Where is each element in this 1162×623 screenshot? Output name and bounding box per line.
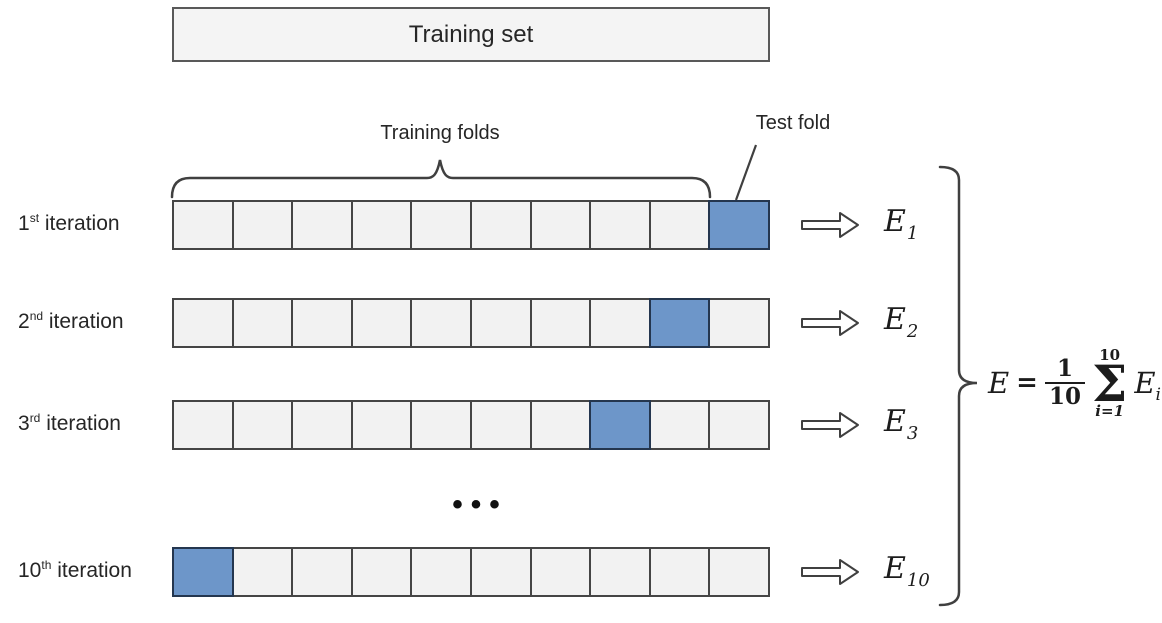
error-result-label: E3: [884, 404, 919, 444]
fold-row: [172, 200, 770, 250]
training-fold-cell: [291, 400, 353, 450]
training-fold-cell: [172, 400, 234, 450]
training-fold-cell: [708, 547, 770, 597]
training-fold-cell: [410, 400, 472, 450]
error-result-label: E1: [884, 204, 919, 244]
training-folds-brace-icon: [170, 159, 712, 199]
training-fold-cell: [291, 547, 353, 597]
error-result-label: E2: [884, 302, 919, 342]
test-fold-cell: [589, 400, 651, 450]
formula-equals: =: [1016, 368, 1038, 398]
sigma-icon: Σ: [1091, 353, 1128, 413]
training-set-box: Training set: [172, 7, 770, 62]
right-arrow-icon: [801, 310, 859, 336]
training-fold-cell: [410, 298, 472, 348]
training-fold-cell: [231, 298, 294, 348]
training-fold-cell: [231, 200, 294, 250]
iteration-label: 3rd iteration: [18, 411, 121, 435]
fraction-numerator: 1: [1056, 354, 1073, 382]
training-set-label: Training set: [408, 20, 534, 48]
training-fold-cell: [350, 547, 413, 597]
training-fold-cell: [529, 298, 592, 348]
training-fold-cell: [350, 200, 413, 250]
fraction-denominator: 10: [1044, 382, 1085, 410]
iteration-label: 10th iteration: [18, 558, 132, 582]
sum-lower-limit: i=1: [1095, 401, 1125, 420]
right-arrow-icon: [801, 212, 859, 238]
training-fold-cell: [410, 200, 472, 250]
training-fold-cell: [291, 298, 353, 348]
training-fold-cell: [589, 200, 651, 250]
training-fold-cell: [350, 298, 413, 348]
training-fold-cell: [589, 547, 651, 597]
test-fold-label: Test fold: [755, 112, 831, 134]
training-fold-cell: [529, 400, 592, 450]
formula-term: Ei: [1134, 366, 1161, 405]
training-fold-cell: [350, 400, 413, 450]
results-brace-icon: [938, 165, 978, 607]
training-fold-cell: [469, 547, 532, 597]
fold-row: [172, 298, 770, 348]
sum-upper-limit: 10: [1099, 345, 1121, 364]
training-fold-cell: [708, 400, 770, 450]
average-error-formula: E = 1 10 10 Σ i=1 Ei: [988, 330, 1161, 436]
test-fold-cell: [648, 298, 711, 348]
training-fold-cell: [231, 400, 294, 450]
term-symbol: E: [1134, 366, 1156, 400]
iteration-label: 2nd iteration: [18, 309, 124, 333]
training-folds-label: Training folds: [380, 122, 500, 144]
test-fold-cell: [172, 547, 234, 597]
ellipsis-dots: •••: [452, 488, 508, 521]
error-result-label: E10: [884, 551, 930, 591]
training-fold-cell: [708, 298, 770, 348]
training-fold-cell: [589, 298, 651, 348]
training-fold-cell: [648, 547, 711, 597]
training-fold-cell: [648, 400, 711, 450]
formula-lhs: E: [988, 366, 1010, 400]
right-arrow-icon: [801, 412, 859, 438]
training-fold-cell: [410, 547, 472, 597]
formula-fraction: 1 10: [1044, 354, 1085, 411]
training-fold-cell: [172, 200, 234, 250]
training-fold-cell: [529, 200, 592, 250]
fold-row: [172, 400, 770, 450]
training-fold-cell: [648, 200, 711, 250]
training-fold-cell: [529, 547, 592, 597]
training-fold-cell: [469, 298, 532, 348]
iteration-label: 1st iteration: [18, 211, 120, 235]
test-fold-cell: [708, 200, 770, 250]
training-fold-cell: [469, 400, 532, 450]
test-fold-pointer-line: [734, 144, 758, 201]
training-fold-cell: [469, 200, 532, 250]
term-subscript: i: [1155, 385, 1161, 405]
fold-row: [172, 547, 770, 597]
training-fold-cell: [172, 298, 234, 348]
right-arrow-icon: [801, 559, 859, 585]
summation: 10 Σ i=1: [1091, 345, 1128, 420]
training-fold-cell: [291, 200, 353, 250]
training-fold-cell: [231, 547, 294, 597]
